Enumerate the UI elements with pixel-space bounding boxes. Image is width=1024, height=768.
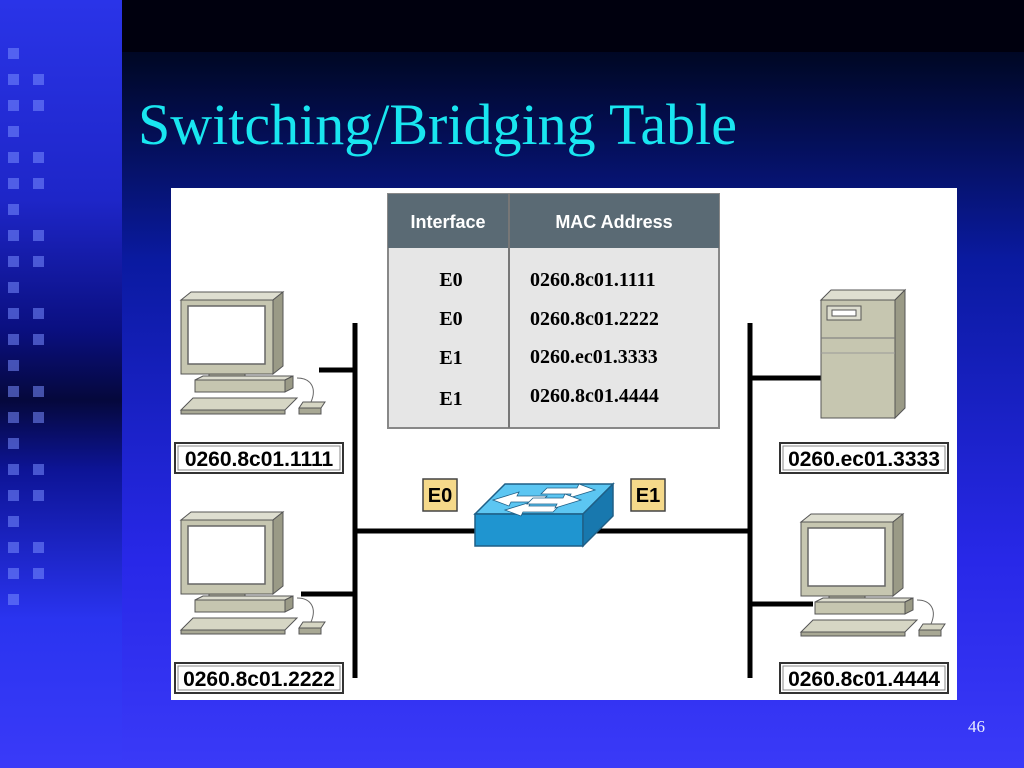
decorative-left-strip (0, 0, 122, 768)
mac-label-text: 0260.8c01.4444 (788, 668, 940, 691)
port-label-e1: E1 (630, 478, 666, 512)
port-label-e0-text: E0 (428, 485, 452, 507)
decorative-square (8, 48, 19, 59)
mac-label-text: 0260.ec01.3333 (788, 448, 940, 471)
decorative-square (8, 464, 19, 475)
table-cell-mac: 0260.8c01.2222 (530, 308, 659, 330)
decorative-square (8, 360, 19, 371)
decorative-square (33, 256, 44, 267)
switch-icon (473, 482, 615, 548)
decorative-top-band (122, 0, 1024, 52)
decorative-square (8, 100, 19, 111)
decorative-square (33, 152, 44, 163)
switching-table: Interface MAC Address E0 0260.8c01.1111 … (387, 193, 720, 429)
table-header-row (388, 194, 719, 248)
decorative-square (8, 152, 19, 163)
decorative-square (33, 412, 44, 423)
decorative-square (8, 412, 19, 423)
table-cell-interface: E1 (439, 347, 462, 369)
mac-label-top-left: 0260.8c01.1111 (174, 442, 344, 474)
decorative-square (33, 308, 44, 319)
table-cell-interface: E0 (439, 269, 462, 291)
table-cell-mac: 0260.8c01.4444 (530, 385, 659, 407)
decorative-square (33, 74, 44, 85)
slide-title: Switching/Bridging Table (138, 92, 738, 157)
decorative-square (8, 568, 19, 579)
port-label-e0: E0 (422, 478, 458, 512)
decorative-square (8, 282, 19, 293)
desktop-computer-icon (180, 291, 326, 415)
decorative-square (8, 386, 19, 397)
decorative-square (8, 516, 19, 527)
mac-label-text: 0260.8c01.2222 (183, 668, 335, 691)
network-diagram: E0 E1 0260.8c01.1111 0260.8c01.2222 0260… (174, 193, 949, 694)
decorative-square (8, 74, 19, 85)
mac-label-top-right: 0260.ec01.3333 (779, 442, 949, 474)
network-links (301, 323, 823, 678)
mac-label-bottom-left: 0260.8c01.2222 (174, 662, 344, 694)
decorative-square (8, 230, 19, 241)
server-tower-icon (819, 288, 907, 420)
decorative-square (8, 438, 19, 449)
decorative-square (33, 334, 44, 345)
decorative-square (33, 386, 44, 397)
decorative-square (8, 542, 19, 553)
table-cell-interface: E0 (439, 308, 462, 330)
desktop-computer-icon (180, 511, 326, 635)
decorative-square (33, 178, 44, 189)
decorative-square (33, 568, 44, 579)
decorative-square (8, 178, 19, 189)
decorative-square (8, 334, 19, 345)
table-cell-interface: E1 (439, 388, 462, 410)
slide-number: 46 (968, 717, 985, 736)
decorative-square (8, 490, 19, 501)
decorative-square (33, 490, 44, 501)
decorative-square (8, 204, 19, 215)
table-cell-mac: 0260.ec01.3333 (530, 346, 658, 368)
table-header-interface: Interface (410, 212, 485, 232)
decorative-square (8, 308, 19, 319)
mac-label-text: 0260.8c01.1111 (185, 448, 334, 471)
diagram-panel: E0 E1 0260.8c01.1111 0260.8c01.2222 0260… (171, 188, 957, 700)
decorative-square (33, 230, 44, 241)
decorative-square (8, 594, 19, 605)
mac-label-bottom-right: 0260.8c01.4444 (779, 662, 949, 694)
decorative-square (33, 542, 44, 553)
decorative-square (33, 100, 44, 111)
table-cell-mac: 0260.8c01.1111 (530, 269, 656, 291)
port-label-e1-text: E1 (636, 485, 660, 507)
decorative-square (8, 126, 19, 137)
desktop-computer-icon (800, 513, 946, 637)
table-header-mac-address: MAC Address (555, 212, 672, 232)
decorative-square (33, 464, 44, 475)
decorative-square (8, 256, 19, 267)
